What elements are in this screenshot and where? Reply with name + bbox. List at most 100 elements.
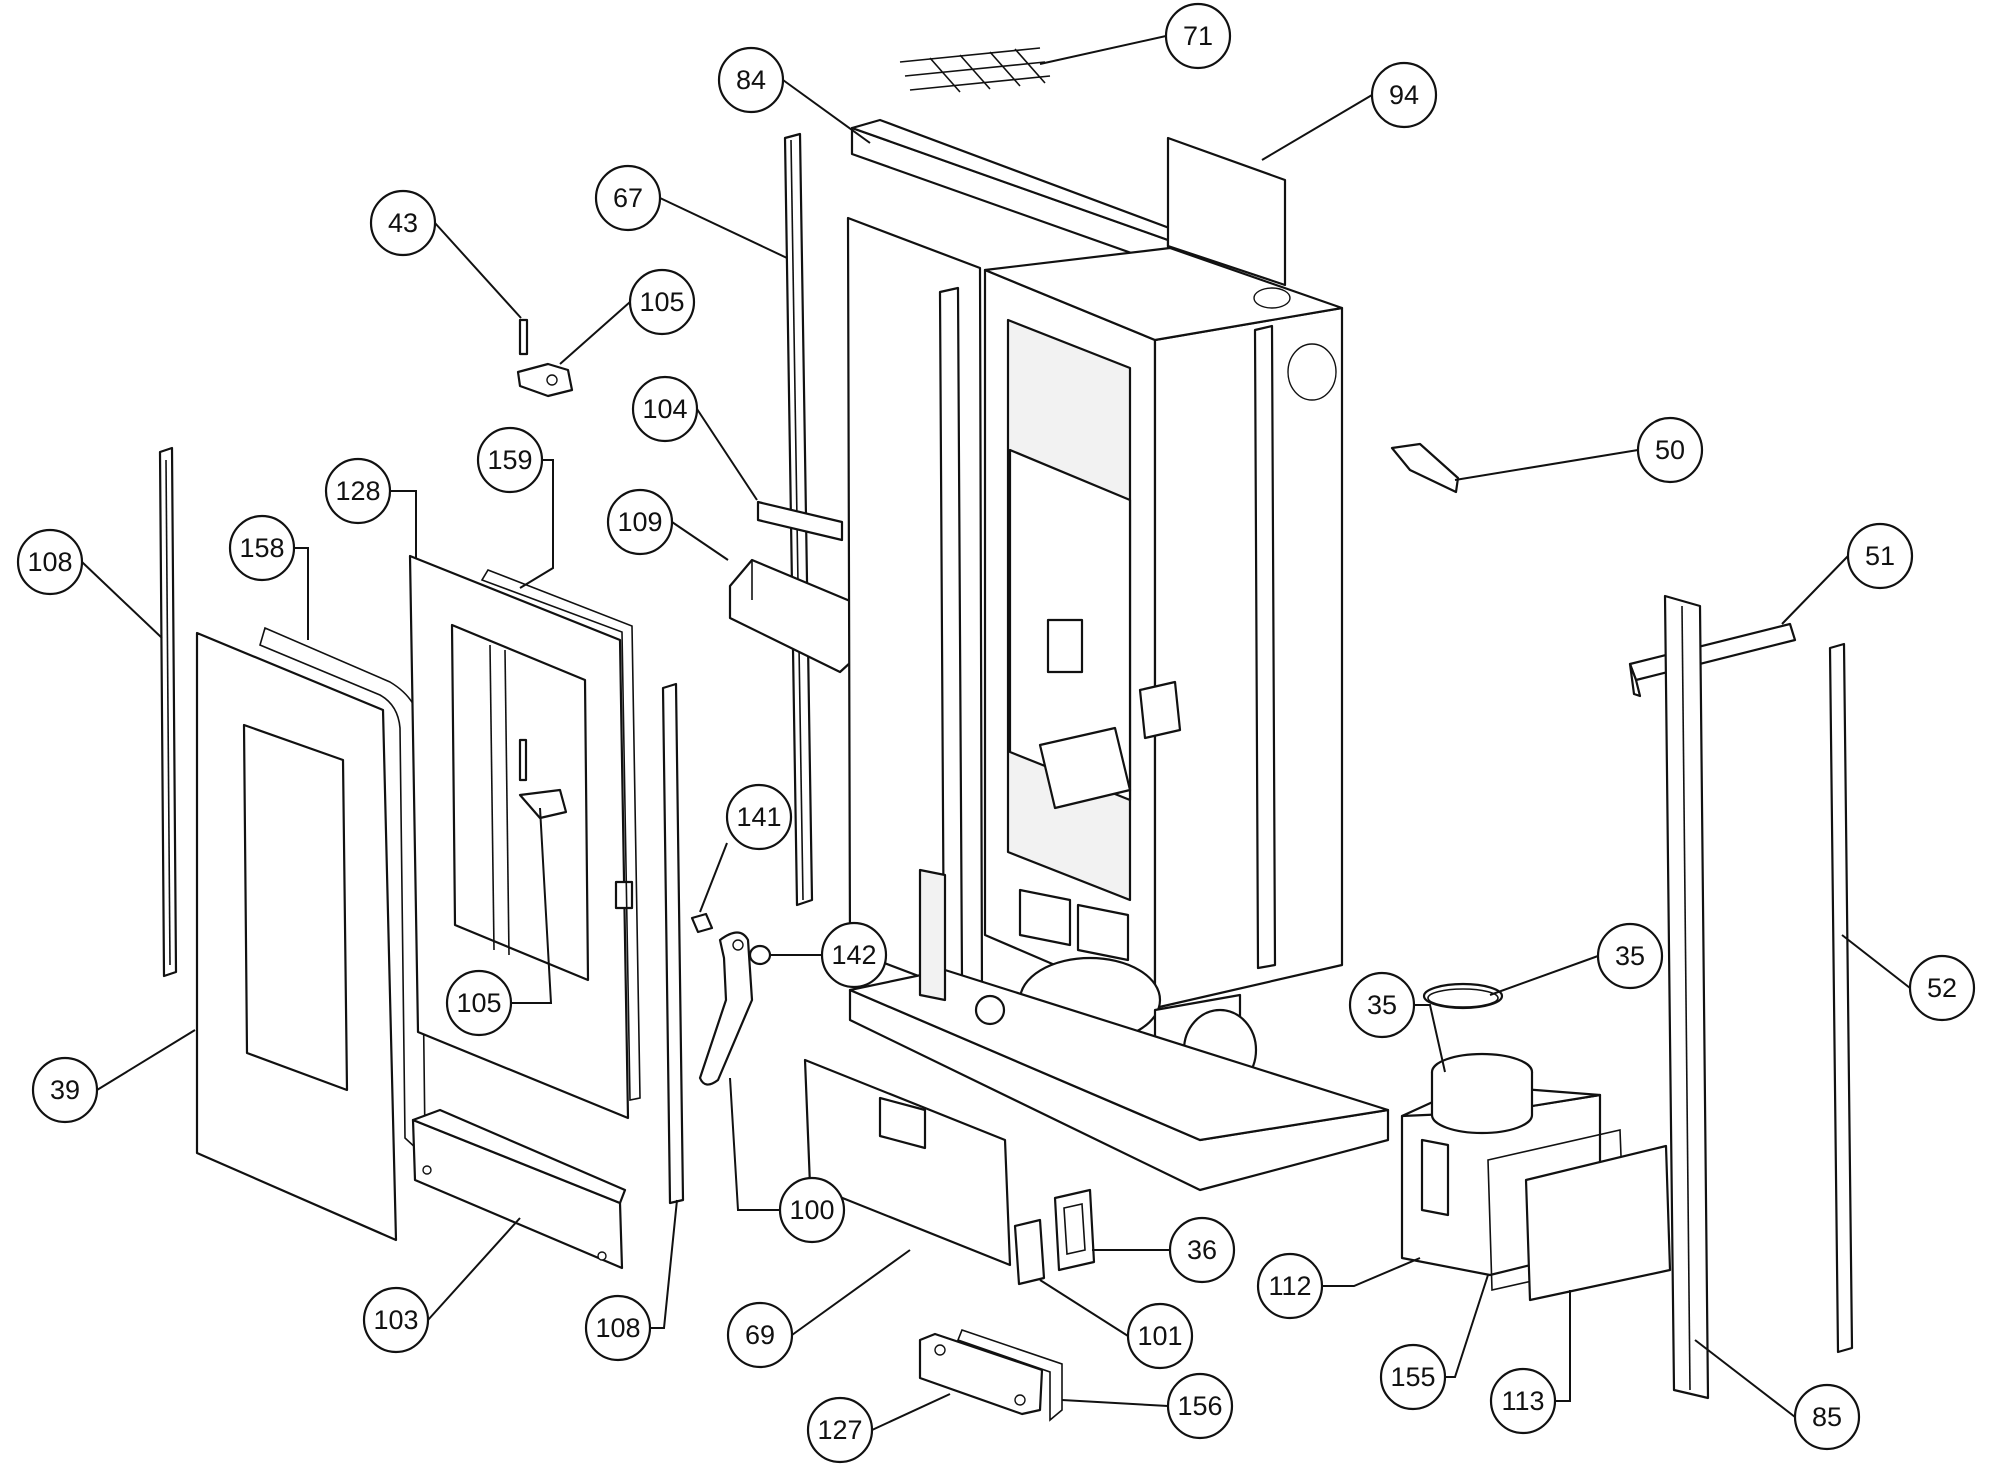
leader-108b bbox=[650, 1199, 678, 1329]
callout-label: 128 bbox=[335, 476, 380, 506]
callout-label: 67 bbox=[613, 183, 643, 213]
leader-lines bbox=[81, 35, 1911, 1431]
callout-127: 127 bbox=[806, 1396, 874, 1464]
callout-141: 141 bbox=[725, 783, 793, 851]
callout-156: 156 bbox=[1166, 1372, 1234, 1440]
leader-84 bbox=[782, 79, 871, 144]
callout-113: 113 bbox=[1489, 1367, 1557, 1435]
leader-39 bbox=[96, 1029, 196, 1091]
callout-label: 142 bbox=[831, 940, 876, 970]
callout-52: 52 bbox=[1908, 954, 1976, 1022]
callout-label: 155 bbox=[1390, 1362, 1435, 1392]
callout-71: 71 bbox=[1164, 2, 1232, 70]
callout-label: 158 bbox=[239, 533, 284, 563]
callout-50: 50 bbox=[1636, 416, 1704, 484]
leader-128 bbox=[390, 490, 417, 558]
callout-label: 103 bbox=[373, 1305, 418, 1335]
callout-104: 104 bbox=[631, 375, 699, 443]
part-142-knob bbox=[748, 944, 772, 966]
callout-label: 105 bbox=[639, 287, 684, 317]
callout-69: 69 bbox=[726, 1301, 794, 1369]
leader-51 bbox=[1781, 555, 1849, 625]
leader-141 bbox=[699, 842, 728, 913]
leader-108a bbox=[81, 561, 163, 639]
part-103-bottom-rail bbox=[411, 1108, 627, 1270]
leader-67 bbox=[659, 197, 788, 259]
part-52-far-right-strip bbox=[1828, 642, 1854, 1354]
callout-label: 100 bbox=[789, 1195, 834, 1225]
leader-155 bbox=[1445, 1274, 1489, 1378]
callout-label: 112 bbox=[1268, 1271, 1311, 1301]
leader-103 bbox=[427, 1217, 521, 1321]
callout-label: 109 bbox=[617, 507, 662, 537]
part-69-cover-plate bbox=[803, 1058, 1012, 1267]
callout-51: 51 bbox=[1846, 522, 1914, 590]
callout-label: 159 bbox=[487, 445, 532, 475]
part-141-nut bbox=[690, 912, 714, 934]
leader-35a bbox=[1489, 955, 1599, 996]
leader-35b bbox=[1414, 1004, 1446, 1073]
callout-label: 108 bbox=[595, 1313, 640, 1343]
callout-108-right: 108 bbox=[584, 1294, 652, 1362]
leader-112 bbox=[1322, 1257, 1421, 1287]
part-159-gasket-frame bbox=[480, 569, 641, 1101]
callout-39: 39 bbox=[31, 1056, 99, 1124]
part-108-right-strip bbox=[661, 682, 685, 1205]
callout-67: 67 bbox=[594, 164, 662, 232]
callout-85: 85 bbox=[1793, 1383, 1861, 1451]
part-50-bracket bbox=[1390, 442, 1460, 494]
callout-128: 128 bbox=[324, 457, 392, 525]
callout-35-collar: 35 bbox=[1348, 971, 1416, 1039]
callout-label: 85 bbox=[1812, 1402, 1842, 1432]
part-main-body bbox=[846, 118, 1390, 1192]
part-36-gasket bbox=[1053, 1188, 1096, 1272]
callout-label: 36 bbox=[1187, 1235, 1217, 1265]
callout-43: 43 bbox=[369, 189, 437, 257]
callout-label: 141 bbox=[736, 802, 781, 832]
part-128-door-frame bbox=[408, 554, 634, 1120]
leader-109 bbox=[671, 521, 729, 561]
callout-112: 112 bbox=[1256, 1252, 1324, 1320]
callout-109: 109 bbox=[606, 488, 674, 556]
leader-159 bbox=[519, 459, 554, 589]
callout-142: 142 bbox=[820, 921, 888, 989]
callout-label: 101 bbox=[1137, 1321, 1182, 1351]
part-71-grille bbox=[899, 47, 1051, 93]
part-35-ring bbox=[1422, 982, 1504, 1010]
leader-71 bbox=[1039, 35, 1167, 65]
leader-105a bbox=[559, 301, 631, 365]
leader-156 bbox=[1061, 1399, 1169, 1407]
leader-101 bbox=[1039, 1279, 1129, 1337]
leader-85 bbox=[1694, 1339, 1796, 1418]
callout-label: 108 bbox=[27, 547, 72, 577]
callout-105-top: 105 bbox=[628, 268, 696, 336]
callout-100: 100 bbox=[778, 1176, 846, 1244]
callout-label: 71 bbox=[1183, 21, 1213, 51]
callout-label: 156 bbox=[1177, 1391, 1222, 1421]
callout-label: 35 bbox=[1615, 941, 1645, 971]
part-158-gasket bbox=[259, 626, 426, 1152]
leader-69 bbox=[791, 1249, 911, 1336]
callout-label: 50 bbox=[1655, 435, 1685, 465]
part-108-left-strip bbox=[158, 446, 178, 978]
part-105-clip-top bbox=[516, 362, 574, 398]
callout-label: 43 bbox=[388, 208, 418, 238]
callout-94: 94 bbox=[1370, 61, 1438, 129]
callout-label: 52 bbox=[1927, 973, 1957, 1003]
callout-label: 105 bbox=[456, 988, 501, 1018]
part-51-bracket bbox=[1628, 622, 1797, 698]
callout-label: 104 bbox=[642, 394, 687, 424]
callout-label: 51 bbox=[1865, 541, 1895, 571]
callout-label: 113 bbox=[1501, 1386, 1544, 1416]
leader-105b bbox=[511, 807, 553, 1004]
callout-label: 94 bbox=[1389, 80, 1419, 110]
callout-84: 84 bbox=[717, 46, 785, 114]
leader-104 bbox=[696, 408, 758, 501]
part-113-plate bbox=[1524, 1144, 1672, 1302]
part-39-glass-panel bbox=[195, 631, 398, 1242]
leader-50 bbox=[1454, 449, 1639, 481]
leader-94 bbox=[1261, 94, 1373, 161]
callout-159: 159 bbox=[476, 426, 544, 494]
callout-35-ring: 35 bbox=[1596, 922, 1664, 990]
